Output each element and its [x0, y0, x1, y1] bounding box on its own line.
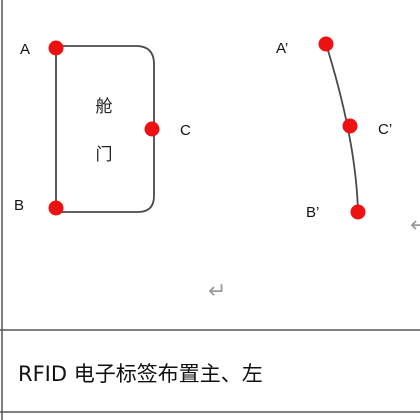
side-view-door-curve	[325, 43, 359, 213]
point-label-b-prime: B’	[306, 204, 319, 221]
rfid-tag-point-b	[48, 200, 64, 216]
hatch-door-outline	[55, 45, 155, 213]
paragraph-return-icon: ↵	[208, 279, 226, 304]
point-label-c: C	[180, 122, 191, 139]
paragraph-return-icon-edge: ↵	[410, 213, 420, 238]
rfid-tag-point-a-prime	[318, 36, 334, 52]
point-label-c-prime: C’	[378, 121, 392, 138]
figure-caption: RFID 电子标签布置主、左	[18, 362, 263, 386]
point-label-a-prime: A’	[276, 40, 288, 57]
rfid-tag-point-c	[144, 121, 160, 137]
door-label-line1: 舱	[96, 97, 113, 117]
rfid-tag-point-b-prime	[350, 204, 366, 220]
door-label-line2: 门	[96, 145, 113, 165]
point-label-a: A	[20, 41, 30, 58]
point-label-b: B	[14, 197, 24, 214]
rfid-tag-point-a	[48, 40, 64, 56]
rfid-tag-point-c-prime	[342, 118, 358, 134]
